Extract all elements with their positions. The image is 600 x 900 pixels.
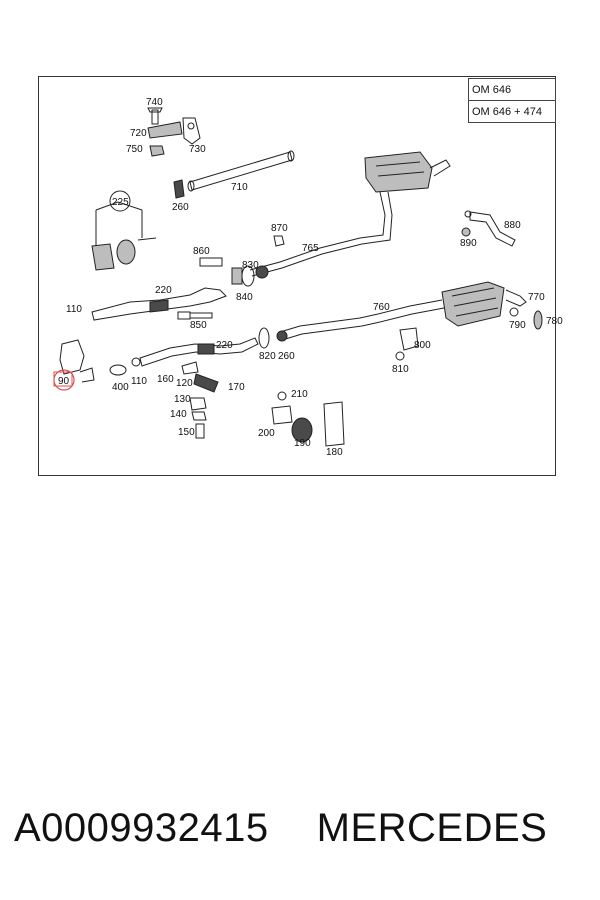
svg-text:710: 710: [231, 182, 248, 193]
svg-text:850: 850: [190, 320, 207, 331]
svg-text:790: 790: [509, 320, 526, 331]
clamp-260-upper: [173, 179, 185, 199]
svg-text:170: 170: [228, 382, 245, 393]
svg-text:870: 870: [271, 223, 288, 234]
svg-text:800: 800: [414, 340, 431, 351]
bracket-730: [182, 117, 201, 145]
svg-text:400: 400: [112, 382, 129, 393]
engine-variant-2: OM 646 + 474: [468, 100, 556, 123]
svg-text:720: 720: [130, 128, 147, 139]
bolt-740: [147, 107, 163, 125]
svg-text:830: 830: [242, 260, 259, 271]
rear-muffler-lower: [279, 281, 505, 341]
svg-text:730: 730: [189, 144, 206, 155]
part-number: A0009932415: [14, 806, 269, 850]
front-pipe-710: [187, 150, 295, 192]
svg-text:130: 130: [174, 394, 191, 405]
svg-text:150: 150: [178, 427, 195, 438]
clamp-820-260: [258, 327, 288, 349]
pipe-220-upper: [91, 287, 227, 321]
svg-text:110: 110: [66, 304, 82, 315]
svg-text:860: 860: [193, 246, 210, 257]
diagram-frame: [38, 76, 556, 476]
svg-text:110: 110: [131, 376, 147, 387]
svg-text:200: 200: [258, 428, 275, 439]
svg-text:220: 220: [216, 340, 233, 351]
callout-labels: 740 720 750 730 710 260 225 860 870 765 …: [53, 97, 563, 458]
engine-variant-1: OM 646: [468, 78, 556, 101]
connector-860-870: [199, 235, 285, 287]
bolt-850: [177, 311, 213, 320]
svg-text:260: 260: [172, 202, 189, 213]
svg-text:840: 840: [236, 292, 253, 303]
plate-720: [147, 121, 183, 139]
nut-750: [149, 145, 165, 157]
svg-text:760: 760: [373, 302, 390, 313]
svg-text:120: 120: [176, 378, 193, 389]
svg-text:880: 880: [504, 220, 521, 231]
engine-variant-table: OM 646 OM 646 + 474: [468, 78, 556, 123]
svg-text:90: 90: [58, 376, 70, 387]
bracket-800-810: [395, 327, 419, 361]
part-caption: A0009932415 MERCEDES: [14, 806, 594, 851]
svg-text:765: 765: [302, 243, 319, 254]
hanger-770-790: [505, 289, 543, 330]
svg-text:160: 160: [157, 374, 174, 385]
svg-text:890: 890: [460, 238, 477, 249]
svg-text:820: 820: [259, 351, 276, 362]
brand-name: MERCEDES: [316, 806, 548, 850]
svg-text:210: 210: [291, 389, 308, 400]
heat-shield-90: [59, 339, 95, 383]
svg-text:810: 810: [392, 364, 409, 375]
svg-text:190: 190: [294, 438, 311, 449]
hanger-880: [461, 210, 516, 247]
svg-text:260: 260: [278, 351, 295, 362]
pipe-220-lower: [139, 337, 259, 367]
svg-text:225: 225: [112, 197, 129, 208]
bracket-225: [91, 201, 157, 271]
svg-text:780: 780: [546, 316, 563, 327]
svg-text:220: 220: [155, 285, 172, 296]
svg-text:180: 180: [326, 447, 343, 458]
rear-muffler-upper: [249, 151, 451, 277]
svg-text:750: 750: [126, 144, 143, 155]
svg-text:740: 740: [146, 97, 163, 108]
svg-text:770: 770: [528, 292, 545, 303]
svg-text:140: 140: [170, 409, 187, 420]
small-parts-lower: [109, 357, 345, 447]
